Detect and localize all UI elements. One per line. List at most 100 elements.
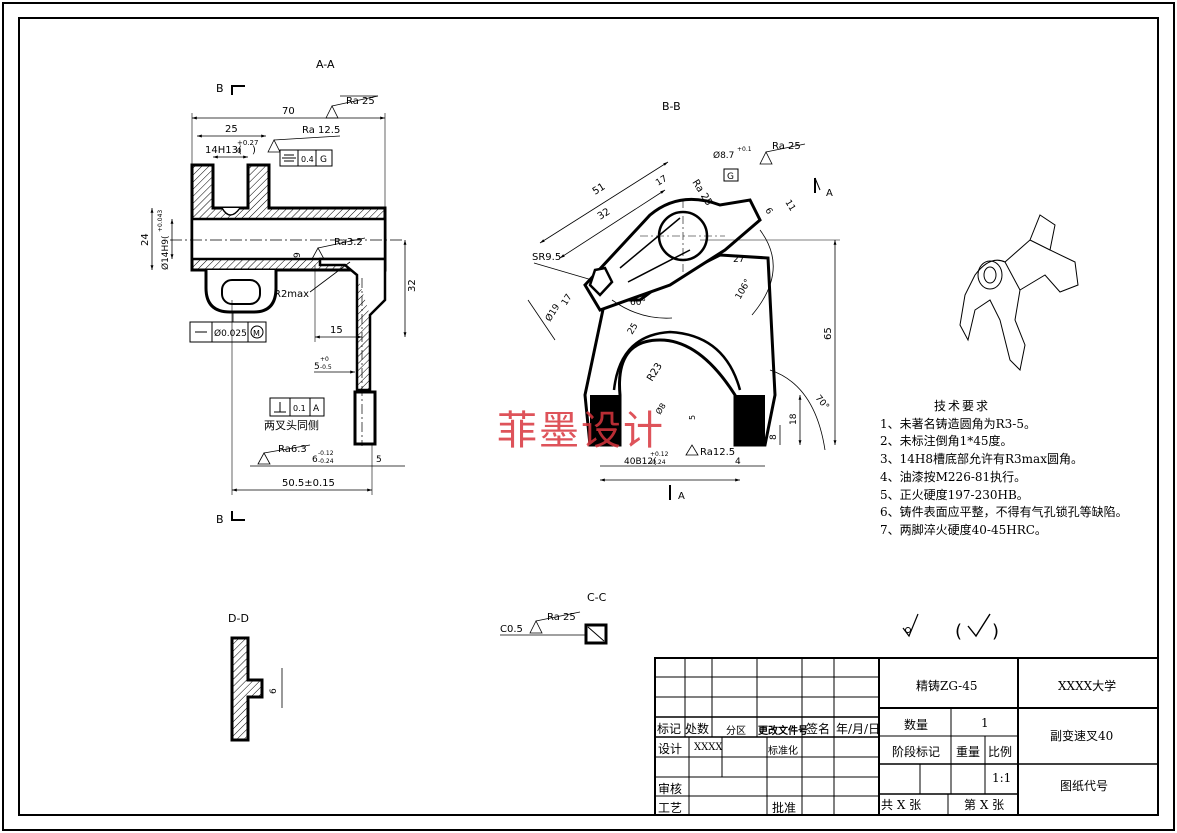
bb-slot-tol-lo: -0.24 bbox=[650, 459, 666, 466]
bb-arrow-a-top: A bbox=[826, 188, 833, 199]
roughness-paren-close: ) bbox=[992, 621, 999, 642]
bb-arrow-a-bottom: A bbox=[678, 491, 685, 502]
title-block-design-label: 设计 bbox=[658, 742, 683, 756]
title-block-part-name: 副变速叉40 bbox=[1050, 729, 1114, 743]
bb-dim-51: 51 bbox=[591, 181, 608, 197]
bb-dim-27: 27 bbox=[733, 255, 744, 265]
tech-requirement-item: 4、油漆按M226-81执行。 bbox=[880, 469, 1027, 484]
title-block-weight-label: 重量 bbox=[956, 745, 981, 759]
view-aa: A-A B B 70 Ra 25 25 Ra 12.5 14H13( bbox=[140, 58, 418, 526]
title-block-approve-label: 批准 bbox=[772, 801, 797, 815]
title-block-rev-doc: 更改文件号 bbox=[758, 726, 808, 737]
inner-border bbox=[18, 17, 1159, 816]
title-block-grid bbox=[654, 657, 1159, 816]
aa-slot-tol-up: +0.27 bbox=[237, 139, 258, 147]
aa-ra32: Ra3.2 bbox=[334, 237, 363, 248]
aa-position-value: Ø0.025 bbox=[214, 328, 247, 339]
title-block-scale-label: 比例 bbox=[988, 745, 1013, 759]
bb-r23: R23 bbox=[645, 361, 665, 384]
aa-ra125: Ra 12.5 bbox=[302, 125, 340, 136]
title-block-standard-label: 标准化 bbox=[768, 746, 798, 757]
bb-datum-g: G bbox=[727, 172, 734, 182]
aa-dim-6-tol-lo: -0.24 bbox=[318, 458, 334, 465]
aa-perpendicular-datum: A bbox=[313, 404, 320, 414]
tech-requirement-item: 6、铸件表面应平整，不得有气孔锁孔等缺陷。 bbox=[880, 505, 1128, 520]
tech-requirement-item: 2、未标注倒角1*45度。 bbox=[880, 434, 1013, 449]
aa-dim-5: 5 bbox=[314, 362, 320, 372]
watermark-text: 菲墨设计 bbox=[497, 408, 665, 454]
bb-ra25: Ra 25 bbox=[772, 141, 801, 152]
technical-requirements: 技术要求 1、未著名铸造圆角为R3-5。 2、未标注倒角1*45度。 3、14H… bbox=[880, 398, 1175, 540]
aa-dim-32: 32 bbox=[407, 279, 418, 292]
aa-perpendicular-value: 0.1 bbox=[293, 404, 306, 413]
roughness-paren-open: ( bbox=[955, 621, 962, 642]
aa-slot-tol-lo: 0 bbox=[237, 147, 241, 155]
aa-dim-6-tol-up: -0.12 bbox=[318, 450, 334, 457]
title-block-review-label: 审核 bbox=[658, 782, 683, 796]
title-block-process-label: 工艺 bbox=[658, 801, 683, 815]
section-b-bottom-label: B bbox=[216, 513, 224, 526]
aa-dim-24: 24 bbox=[140, 233, 151, 246]
view-aa-label: A-A bbox=[316, 58, 335, 71]
bb-phi87-tol: +0.1 bbox=[737, 146, 752, 153]
aa-dim-15: 15 bbox=[330, 325, 343, 336]
aa-slot-close: ) bbox=[252, 145, 256, 156]
aa-dim-6: 6 bbox=[312, 455, 318, 465]
aa-bore: Ø14H9( bbox=[160, 235, 171, 270]
bb-dim-4: 4 bbox=[735, 457, 741, 467]
bb-dim-11: 11 bbox=[782, 198, 797, 213]
title-block-rev-mark: 标记 bbox=[657, 722, 682, 736]
bb-dim-6: 6 bbox=[762, 206, 774, 216]
bb-dim-5: 5 bbox=[688, 415, 697, 420]
aa-r2max: R2max bbox=[274, 289, 309, 300]
cc-c05: C0.5 bbox=[500, 624, 523, 635]
title-block-rev-count: 处数 bbox=[685, 722, 710, 736]
title-block-sheet-no: 第 X 张 bbox=[964, 798, 1005, 812]
view-cc-label: C-C bbox=[587, 591, 607, 604]
bb-angle-70: 70° bbox=[813, 394, 831, 413]
tech-requirement-item: 7、两脚淬火硬度40-45HRC。 bbox=[880, 522, 1047, 537]
aa-ra25: Ra 25 bbox=[346, 96, 375, 107]
title-block-design-name: XXXX bbox=[694, 742, 723, 753]
roughness-note: ( ) bbox=[902, 613, 999, 642]
aa-slot: 14H13( bbox=[205, 145, 242, 156]
aa-dim-25: 25 bbox=[225, 124, 238, 135]
title-block-drawing-no: 图纸代号 bbox=[1060, 779, 1109, 793]
bb-angle-60: 60° bbox=[630, 298, 646, 308]
bb-slot: 40B12( bbox=[624, 457, 657, 467]
bb-dim-8: 8 bbox=[769, 434, 779, 440]
title-block-stage-label: 阶段标记 bbox=[892, 745, 941, 759]
tech-requirement-item: 3、14H8槽底部允许有R3max圆角。 bbox=[880, 452, 1083, 467]
title-block-rev-date: 年/月/日 bbox=[836, 722, 881, 736]
title-block-quantity-value: 1 bbox=[981, 716, 989, 730]
bb-ra125: Ra12.5 bbox=[700, 447, 735, 458]
aa-symmetry-frame bbox=[279, 149, 333, 167]
title-block-total-sheets: 共 X 张 bbox=[881, 798, 922, 812]
technical-requirements-title: 技术要求 bbox=[934, 399, 991, 413]
view-bb-label: B-B bbox=[662, 100, 681, 113]
aa-bore-tol: +0.043 bbox=[157, 210, 164, 232]
aa-dim-5-tol-lo: -0.5 bbox=[320, 364, 332, 371]
aa-symmetry-datum: G bbox=[320, 155, 327, 165]
title-block-quantity-label: 数量 bbox=[904, 718, 929, 732]
aa-dim-5b: 5 bbox=[376, 455, 382, 465]
view-cc: C-C C0.5 Ra 25 bbox=[500, 591, 608, 645]
aa-position-modifier: M bbox=[253, 329, 260, 338]
title-block-scale-value: 1:1 bbox=[992, 771, 1012, 785]
aa-symmetry-value: 0.4 bbox=[301, 155, 314, 164]
bb-dim-17b: 17 bbox=[560, 293, 575, 308]
tech-requirement-item: 1、未著名铸造圆角为R3-5。 bbox=[880, 416, 1036, 431]
bb-dim-32: 32 bbox=[596, 206, 613, 222]
dd-section bbox=[230, 636, 264, 742]
dd-dim-6: 6 bbox=[269, 688, 279, 694]
bb-phi19: Ø19 bbox=[543, 302, 562, 324]
aa-position-frame bbox=[189, 321, 267, 343]
bb-dim-65: 65 bbox=[823, 327, 834, 340]
aa-ra63: Ra6.3 bbox=[278, 444, 307, 455]
title-block-rev-sign: 签名 bbox=[806, 722, 831, 736]
section-b-top-label: B bbox=[216, 82, 224, 95]
aa-note-both-sides: 两叉头同侧 bbox=[264, 419, 319, 432]
cc-ra25: Ra 25 bbox=[547, 612, 576, 623]
